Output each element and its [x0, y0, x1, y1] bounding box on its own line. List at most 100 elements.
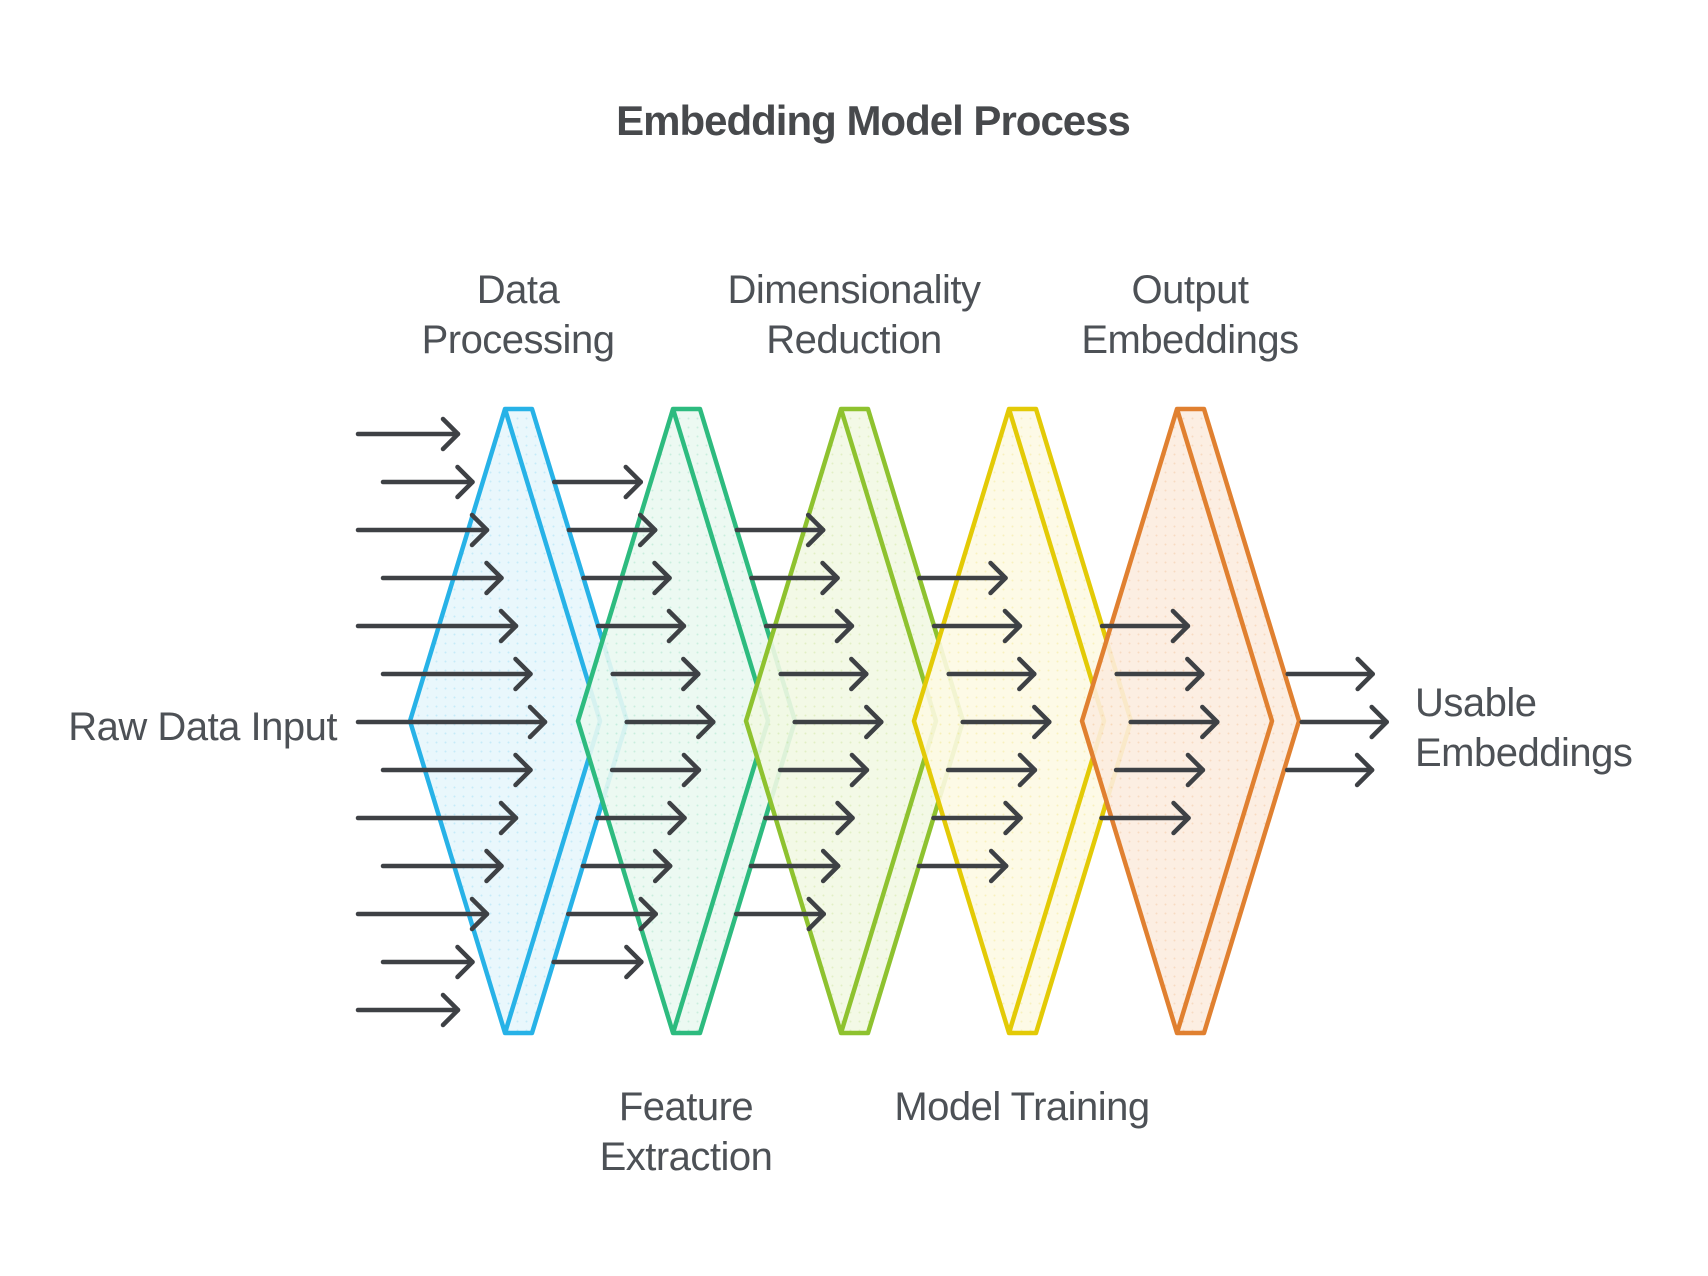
- stage-label-data-processing-line2: Processing: [422, 318, 615, 362]
- arrowhead-chevron-icon: [820, 560, 840, 596]
- arrowhead-chevron-icon: [806, 896, 827, 932]
- arrowhead-chevron-icon: [652, 848, 673, 884]
- flow-arrow: [551, 464, 644, 500]
- flow-arrow: [355, 704, 548, 740]
- flow-arrow: [1285, 656, 1375, 692]
- arrowhead-chevron-icon: [623, 464, 644, 500]
- arrowhead-chevron-icon: [440, 992, 461, 1028]
- arrowhead-chevron-icon: [1032, 704, 1052, 740]
- flow-arrow: [960, 704, 1052, 740]
- flow-arrow: [580, 848, 673, 884]
- arrowhead-chevron-icon: [835, 800, 855, 836]
- flow-arrow: [355, 896, 490, 932]
- arrowhead-chevron-icon: [1200, 704, 1220, 740]
- flow-arrow: [595, 800, 687, 836]
- arrowhead-chevron-icon: [667, 800, 687, 836]
- arrowhead-chevron-icon: [484, 848, 504, 884]
- flow-arrow: [565, 896, 659, 932]
- stage-label-dimensionality-reduction-line2: Reduction: [766, 318, 942, 362]
- arrowhead-chevron-icon: [805, 512, 826, 548]
- flow-arrow: [566, 512, 658, 548]
- flow-arrow: [581, 560, 672, 596]
- flow-arrow: [380, 560, 504, 596]
- arrowhead-chevron-icon: [469, 512, 490, 548]
- arrowhead-chevron-icon: [1355, 656, 1375, 692]
- flow-arrow: [777, 752, 870, 788]
- flow-arrow: [380, 848, 504, 884]
- arrowhead-chevron-icon: [681, 656, 701, 692]
- flow-arrow: [763, 608, 855, 644]
- arrowhead-chevron-icon: [455, 944, 475, 980]
- arrowhead-chevron-icon: [849, 656, 869, 692]
- flow-arrow: [380, 752, 533, 788]
- arrowhead-chevron-icon: [513, 752, 533, 788]
- flow-arrow: [734, 512, 826, 548]
- arrowhead-chevron-icon: [988, 560, 1008, 596]
- flow-arrow: [1299, 704, 1389, 740]
- arrowhead-chevron-icon: [527, 704, 548, 740]
- arrowhead-chevron-icon: [513, 656, 533, 692]
- output-label-line2: Embeddings: [1415, 731, 1632, 775]
- flow-arrow: [380, 656, 533, 692]
- flow-arrow: [749, 560, 840, 596]
- flow-arrow: [380, 464, 475, 500]
- flow-arrow: [551, 944, 644, 980]
- arrowhead-chevron-icon: [624, 944, 644, 980]
- flow-arrow: [1099, 608, 1191, 644]
- arrowhead-chevron-icon: [1017, 656, 1037, 692]
- flow-arrow: [1284, 752, 1375, 788]
- arrowhead-chevron-icon: [681, 752, 702, 788]
- flow-arrow: [595, 608, 687, 644]
- flow-arrow: [355, 992, 461, 1028]
- stage-label-feature-extraction-line1: Feature: [619, 1085, 753, 1129]
- arrowhead-chevron-icon: [484, 560, 504, 596]
- flow-arrow: [355, 800, 519, 836]
- arrowhead-chevron-icon: [1369, 704, 1389, 740]
- arrowhead-chevron-icon: [849, 752, 870, 788]
- output-label-line1: Usable: [1415, 681, 1537, 725]
- arrowhead-chevron-icon: [820, 848, 841, 884]
- arrowhead-chevron-icon: [455, 464, 475, 500]
- shape-layer: [355, 406, 1389, 1036]
- flow-arrow: [931, 800, 1023, 836]
- flow-arrow: [1099, 800, 1191, 836]
- flow-arrow: [609, 752, 702, 788]
- flow-arrow: [916, 848, 1009, 884]
- flow-arrow: [945, 752, 1038, 788]
- arrowhead-chevron-icon: [498, 608, 519, 644]
- flow-arrow: [946, 656, 1037, 692]
- diagram-title: Embedding Model Process: [616, 97, 1130, 144]
- arrowhead-chevron-icon: [988, 848, 1009, 884]
- flow-arrow: [355, 608, 519, 644]
- flow-arrow: [355, 416, 461, 452]
- stage-label-output-embeddings-line2: Embeddings: [1081, 318, 1298, 362]
- flow-arrow: [624, 704, 716, 740]
- stage-label-feature-extraction-line2: Extraction: [600, 1135, 773, 1179]
- flow-arrow: [733, 896, 827, 932]
- arrowhead-chevron-icon: [440, 416, 461, 452]
- arrowhead-chevron-icon: [864, 704, 884, 740]
- arrowhead-chevron-icon: [1185, 752, 1206, 788]
- arrowhead-chevron-icon: [1185, 656, 1205, 692]
- flow-arrow: [917, 560, 1008, 596]
- flow-arrows: [355, 416, 1389, 1028]
- flow-arrow: [610, 656, 701, 692]
- arrowhead-chevron-icon: [666, 608, 687, 644]
- arrowhead-chevron-icon: [469, 896, 490, 932]
- flow-arrow: [792, 704, 884, 740]
- flow-arrow: [355, 512, 490, 548]
- arrowhead-chevron-icon: [1170, 608, 1191, 644]
- arrowhead-chevron-icon: [498, 800, 519, 836]
- arrowhead-chevron-icon: [696, 704, 716, 740]
- flow-arrow: [763, 800, 855, 836]
- flow-arrow: [1114, 656, 1205, 692]
- arrowhead-chevron-icon: [1003, 800, 1023, 836]
- arrowhead-chevron-icon: [1002, 608, 1023, 644]
- flow-arrow: [1113, 752, 1206, 788]
- flow-arrow: [1128, 704, 1220, 740]
- arrowhead-chevron-icon: [637, 512, 658, 548]
- arrowhead-chevron-icon: [1017, 752, 1038, 788]
- arrowhead-chevron-icon: [652, 560, 672, 596]
